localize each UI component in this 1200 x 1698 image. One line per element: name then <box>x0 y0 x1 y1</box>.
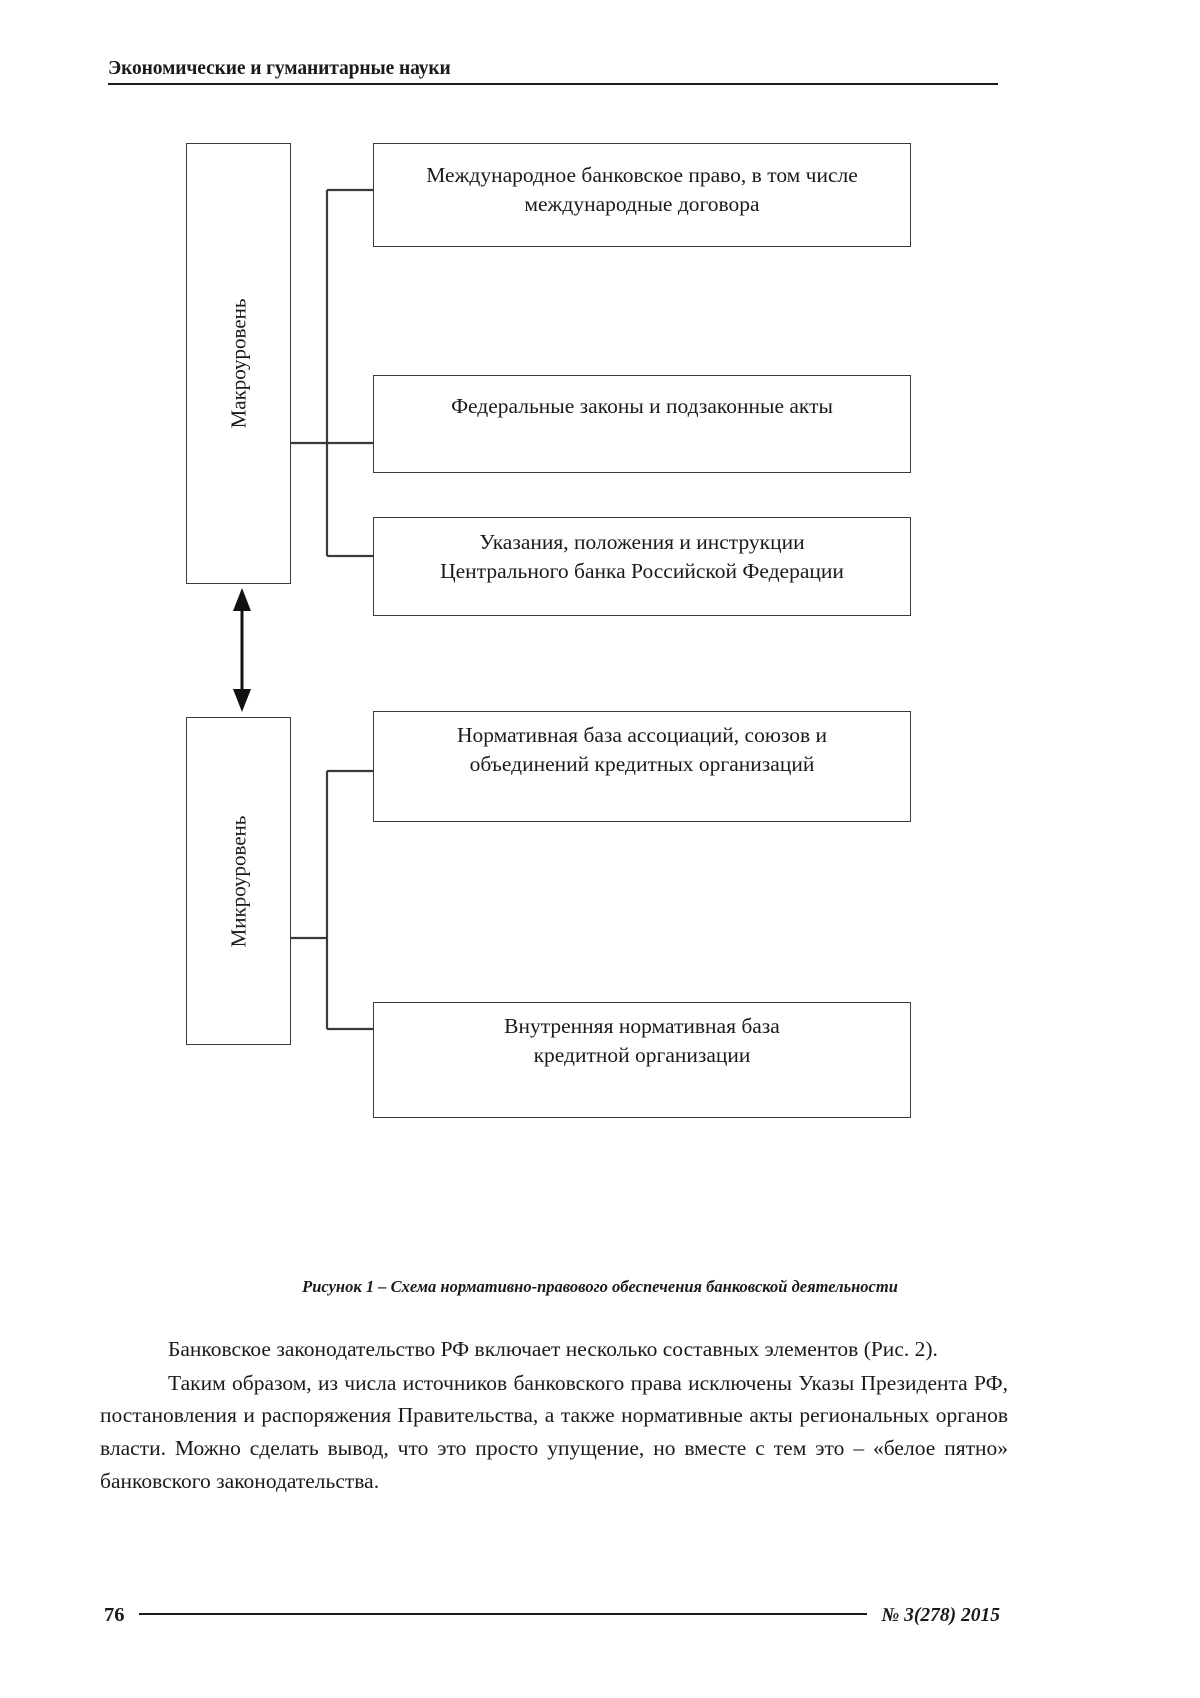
figure-box-associations-base: Нормативная база ассоциаций, союзов и об… <box>373 711 911 822</box>
figure-box-line-1: Международное банковское право, в том чи… <box>426 163 858 187</box>
issue-number: № 3(278) 2015 <box>881 1604 1000 1626</box>
figure-box-line-2: международные договора <box>524 192 760 217</box>
figure-caption: Рисунок 1 – Схема нормативно-правового о… <box>302 1277 898 1296</box>
figure-box-text: Внутренняя нормативная база кредитной ор… <box>374 1012 910 1117</box>
figure-box-cbr-instructions: Указания, положения и инструкции Централ… <box>373 517 911 616</box>
level-box-macro: Макроуровень <box>186 143 291 584</box>
figure-box-text: Нормативная база ассоциаций, союзов и об… <box>374 721 910 821</box>
body-paragraph: Таким образом, из числа источников банко… <box>100 1370 1008 1493</box>
level-label-micro: Микроуровень <box>226 815 250 947</box>
footer-rule <box>138 1613 868 1615</box>
figure-box-internal-base: Внутренняя нормативная база кредитной ор… <box>373 1002 911 1118</box>
figure-box-federal-laws: Федеральные законы и подзаконные акты <box>373 375 911 473</box>
page-footer: 76 № 3(278) 2015 <box>104 1604 1000 1627</box>
figure-box-international-law: Международное банковское право, в том чи… <box>373 143 911 247</box>
level-label-macro: Макроуровень <box>226 298 251 429</box>
figure-box-line-1: Указания, положения и инструкции <box>479 530 805 554</box>
figure-box-line-2: кредитной организации <box>533 1043 751 1068</box>
figure-box-line-1: Федеральные законы и подзаконные акты <box>451 394 833 418</box>
page-header: Экономические и гуманитарные науки <box>108 58 998 86</box>
figure-box-text: Федеральные законы и подзаконные акты <box>374 392 910 472</box>
body-paragraph: Банковское законодательство РФ включает … <box>168 1337 938 1361</box>
body-text: Банковское законодательство РФ включает … <box>100 1333 1008 1498</box>
figure-diagram: Макроуровень Микроуровень Международное … <box>186 143 911 1118</box>
header-rule <box>108 83 998 86</box>
level-box-micro: Микроуровень <box>186 717 291 1045</box>
figure-box-line-2: Центрального банка Российской Федерации <box>440 559 844 584</box>
page-number: 76 <box>104 1604 125 1626</box>
figure-box-line-2: объединений кредитных организаций <box>469 752 815 777</box>
figure-box-line-1: Нормативная база ассоциаций, союзов и <box>456 723 828 747</box>
running-head-title: Экономические и гуманитарные науки <box>108 58 451 79</box>
figure-box-line-1: Внутренняя нормативная база <box>504 1014 780 1038</box>
figure-box-text: Международное банковское право, в том чи… <box>374 161 910 246</box>
figure-box-text: Указания, положения и инструкции Централ… <box>374 528 910 615</box>
